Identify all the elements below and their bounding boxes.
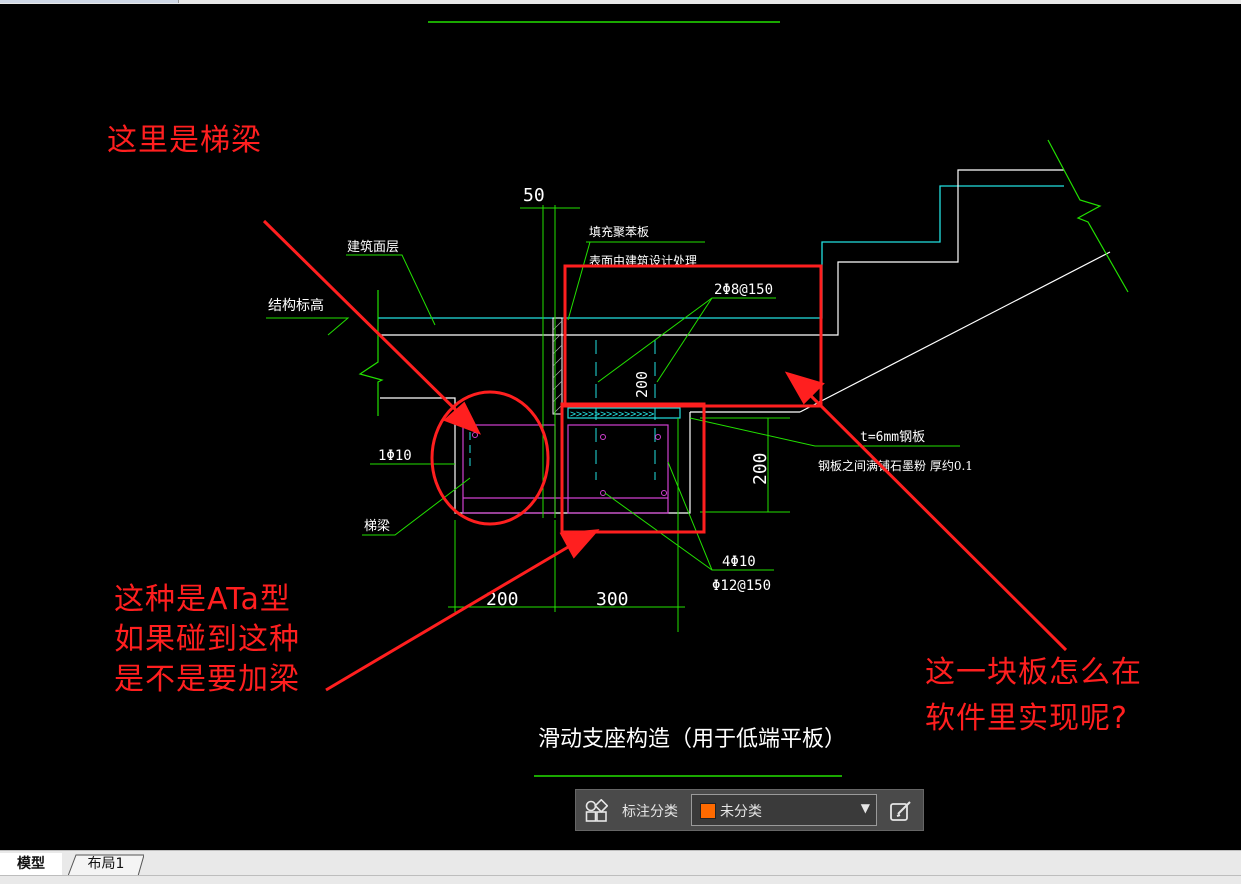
layout-tab-bar: 模型 布局1 — [0, 850, 1241, 884]
arrow-ata — [325, 538, 581, 692]
toolbar-label: 标注分类 — [622, 804, 678, 820]
edit-icon[interactable] — [888, 798, 914, 824]
arrow-slab — [798, 383, 1068, 652]
tab-layout1-label: 布局1 — [87, 856, 125, 872]
tab-layout1[interactable]: 布局1 — [68, 853, 144, 877]
stirrup-label: Φ12@150 — [712, 578, 771, 594]
category-color-swatch — [700, 803, 716, 819]
graphite-note: 钢板之间满铺石墨粉 厚约0.1 — [818, 458, 973, 473]
fill-board-label: 填充聚苯板 — [589, 224, 649, 239]
stair-beam-label: 梯梁 — [364, 519, 390, 534]
dim-50: 50 — [523, 185, 545, 206]
category-select-value: 未分类 — [720, 804, 762, 820]
beam-highlight-circle — [430, 390, 550, 526]
stair-step-inner — [378, 169, 1064, 336]
top-strip — [0, 0, 1241, 4]
caret-down-icon: ▼ — [860, 801, 870, 815]
annotation-toolbar: 标注分类 未分类 ▼ — [575, 789, 924, 831]
drawing-caption: 滑动支座构造（用于低端平板） — [538, 727, 846, 752]
fill-board-hatch — [552, 317, 563, 415]
break-line-right — [1047, 139, 1129, 293]
annotation-beam: 这里是梯梁 — [107, 123, 262, 158]
tab-model[interactable]: 模型 — [0, 853, 62, 875]
landing-slab — [380, 397, 691, 514]
grid-icon[interactable] — [584, 799, 608, 823]
slab-highlight-box — [563, 264, 823, 408]
stair-slab-slope — [799, 251, 1111, 413]
tab-baseline — [0, 875, 1241, 876]
cad-drawing: >>>>>>>>>>>>>> 50 填充聚苯板 表面由建筑设计处理 建筑面层 结… — [262, 21, 1129, 777]
steel-plate — [567, 407, 681, 419]
support-highlight-box — [560, 402, 706, 534]
surface-note: 表面由建筑设计处理 — [589, 253, 697, 268]
annotation-slab: 这一块板怎么在 软件里实现呢? — [925, 655, 1142, 736]
rebar-1-label: 1Φ10 — [378, 448, 412, 464]
rebar-top-label: 2Φ8@150 — [714, 282, 773, 298]
rebar-4-label: 4Φ10 — [722, 554, 756, 570]
break-line-left — [358, 290, 384, 416]
beam-section-2 — [567, 424, 669, 514]
beam-section — [462, 424, 556, 514]
arrow-beam — [262, 219, 468, 422]
stair-step-outline — [378, 185, 1064, 319]
annotation-ata: 这种是ATa型 如果碰到这种 是不是要加梁 — [114, 582, 300, 697]
drawing-canvas[interactable]: >>>>>>>>>>>>>> 50 填充聚苯板 表面由建筑设计处理 建筑面层 结… — [0, 0, 1241, 850]
steel-plate-label: t=6mm钢板 — [860, 430, 925, 445]
dim-200-v1: 200 — [633, 371, 651, 398]
arch-layer-label: 建筑面层 — [347, 239, 399, 255]
svg-text:>>>>>>>>>>>>>>: >>>>>>>>>>>>>> — [570, 409, 654, 420]
dim-300-h: 300 — [596, 589, 629, 610]
dim-200-v2: 200 — [750, 452, 771, 485]
tab-shape — [68, 854, 144, 877]
category-select[interactable]: 未分类 ▼ — [691, 794, 877, 826]
struct-level-label: 结构标高 — [268, 297, 324, 314]
dim-200-h: 200 — [486, 589, 519, 610]
